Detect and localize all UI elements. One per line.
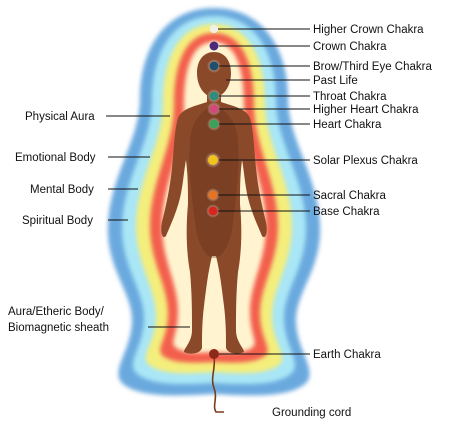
base-chakra-icon	[206, 204, 220, 218]
throat-chakra-icon	[207, 89, 221, 103]
higher-crown-chakra-icon	[209, 24, 219, 34]
grounding-cord	[211, 355, 224, 413]
crown-chakra-icon	[207, 39, 221, 53]
human-body	[161, 52, 267, 354]
earth-chakra-icon	[209, 349, 219, 359]
label-emotional-body: Emotional Body	[15, 152, 96, 164]
label-past-life: Past Life	[313, 75, 358, 87]
label-etheric-line1: Aura/Etheric Body/	[8, 306, 105, 318]
label-mental-body: Mental Body	[30, 184, 94, 196]
label-crown-chakra: Crown Chakra	[313, 41, 387, 53]
label-throat-chakra: Throat Chakra	[313, 91, 387, 103]
label-etheric-line2: Biomagnetic sheath	[8, 322, 109, 334]
solar-plexus-chakra-icon	[205, 152, 221, 168]
higher-heart-chakra-icon	[207, 102, 221, 116]
chakras	[205, 24, 221, 359]
label-higher-heart-chakra: Higher Heart Chakra	[313, 104, 419, 116]
label-physical-aura: Physical Aura	[25, 111, 95, 123]
label-spiritual-body: Spiritual Body	[22, 215, 93, 227]
right-leader-lines	[218, 28, 310, 355]
left-leader-lines	[106, 115, 190, 328]
sacral-chakra-icon	[206, 188, 220, 202]
label-earth-chakra: Earth Chakra	[313, 349, 381, 361]
label-sacral-chakra: Sacral Chakra	[313, 190, 386, 202]
label-grounding-cord: Grounding cord	[272, 407, 351, 419]
label-base-chakra: Base Chakra	[313, 206, 380, 218]
label-higher-crown-chakra: Higher Crown Chakra	[313, 24, 424, 36]
label-brow-chakra: Brow/Third Eye Chakra	[313, 61, 432, 73]
right-labels: Higher Crown Chakra Crown Chakra Brow/Th…	[272, 24, 432, 419]
label-heart-chakra: Heart Chakra	[313, 119, 382, 131]
left-labels: Physical Aura Emotional Body Mental Body…	[8, 111, 109, 334]
heart-chakra-icon	[207, 117, 221, 131]
body-shading	[189, 104, 239, 258]
label-solar-plexus-chakra: Solar Plexus Chakra	[313, 155, 418, 167]
brow-chakra-icon	[207, 59, 221, 73]
body-silhouette	[161, 52, 267, 354]
